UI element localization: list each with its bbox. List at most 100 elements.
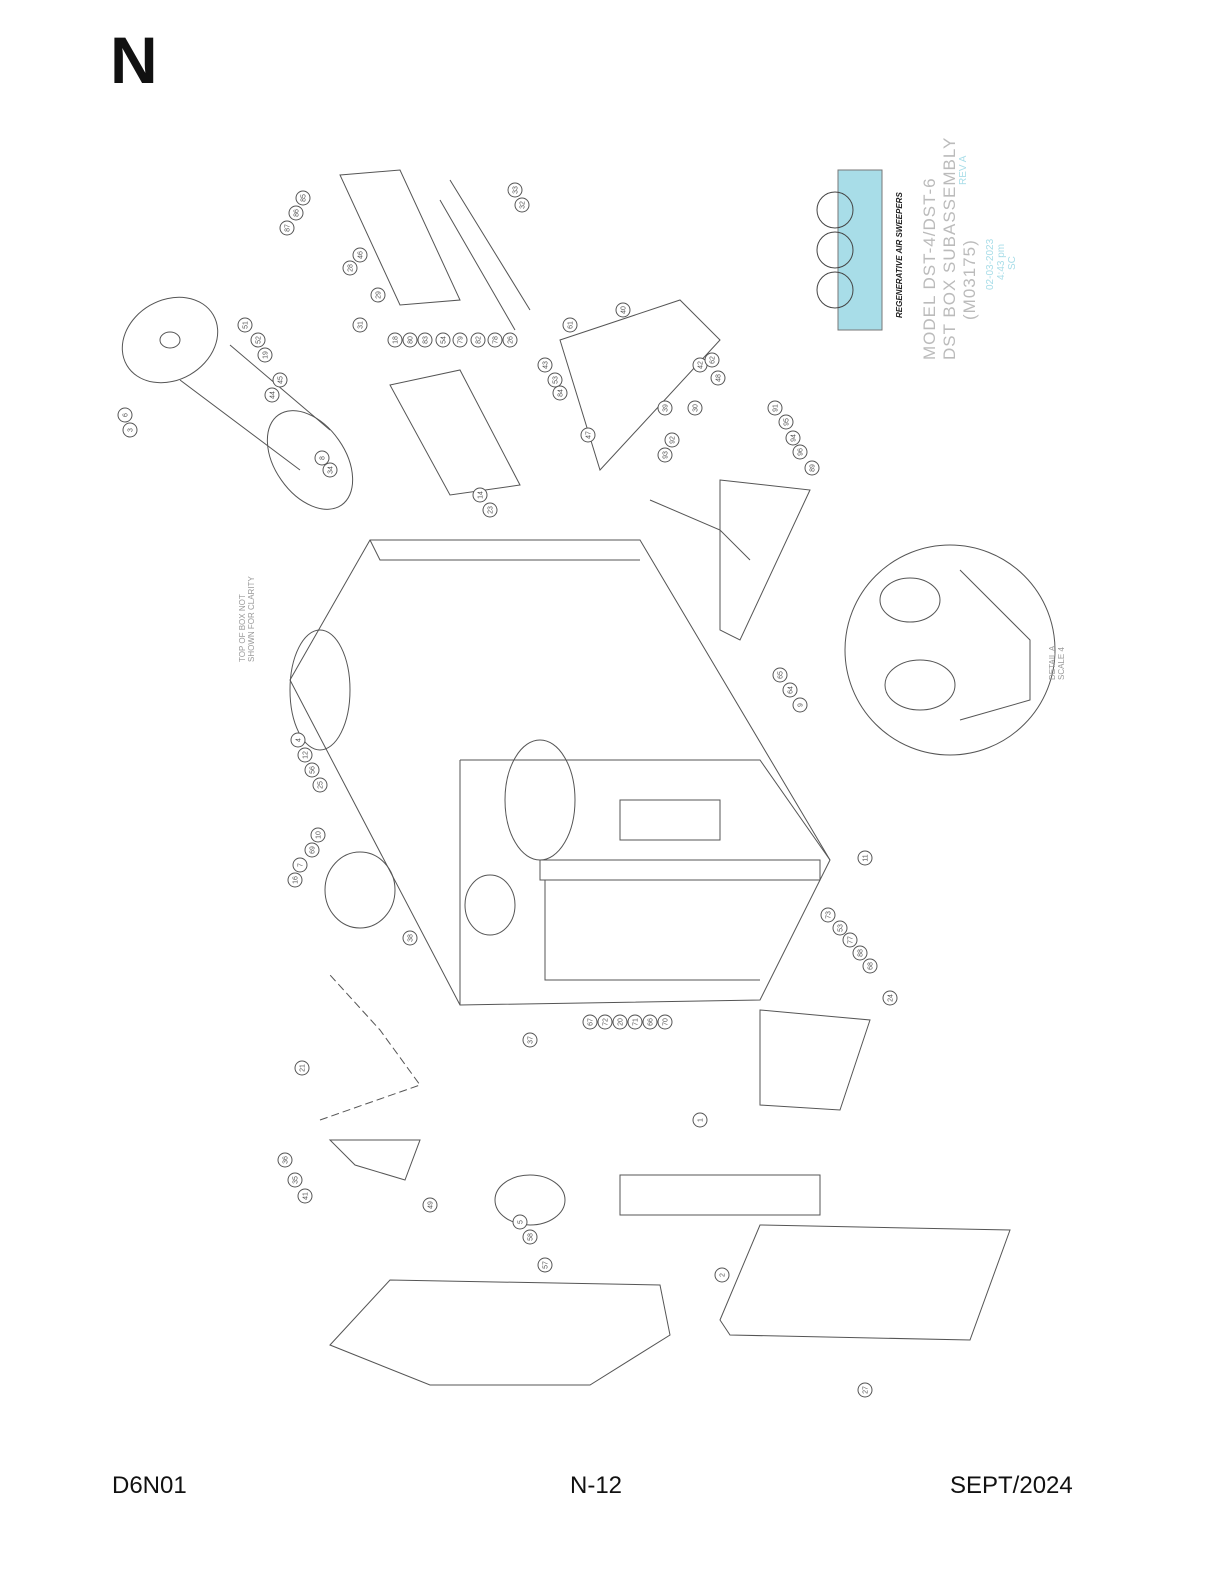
detail-a-view — [844, 544, 1056, 756]
callout-number: 53 — [838, 924, 845, 932]
callout-number: 78 — [493, 336, 500, 344]
tymco-logo — [816, 169, 883, 331]
callout-bubble — [277, 1152, 293, 1168]
callout-number: 21 — [300, 1064, 307, 1072]
initials: SC — [1007, 256, 1018, 270]
callout-number: 48 — [716, 374, 723, 382]
callout-bubble — [792, 697, 808, 713]
callout-bubble — [310, 827, 326, 843]
callout-bubble — [782, 682, 798, 698]
callout-number: 58 — [528, 1233, 535, 1241]
note-line2: SHOWN FOR CLARITY — [247, 576, 256, 662]
callout-number: 96 — [798, 448, 805, 456]
callout-number: 84 — [558, 389, 565, 397]
callout-number: 16 — [293, 876, 300, 884]
footer-doc-code: D6N01 — [112, 1472, 187, 1499]
callout-bubble — [692, 1112, 708, 1128]
top-box-note: TOP OF BOX NOT SHOWN FOR CLARITY — [238, 576, 256, 662]
callout-number: 49 — [428, 1201, 435, 1209]
callout-bubble — [435, 332, 451, 348]
callout-number: 34 — [328, 466, 335, 474]
callout-bubble — [842, 932, 858, 948]
callout-bubble — [580, 427, 596, 443]
callout-bubble — [547, 372, 563, 388]
callout-bubble — [290, 732, 306, 748]
callout-number: 52 — [256, 336, 263, 344]
callout-bubble — [370, 287, 386, 303]
callout-bubble — [352, 247, 368, 263]
callout-number: 30 — [693, 404, 700, 412]
callout-bubble — [852, 945, 868, 961]
title-line2: DST BOX SUBASSEMBLY — [940, 136, 959, 360]
callout-number: 43 — [543, 361, 550, 369]
callout-number: 42 — [698, 361, 705, 369]
callout-number: 38 — [408, 934, 415, 942]
callout-number: 66 — [648, 1018, 655, 1026]
lower-parts — [319, 974, 1011, 1386]
callout-number: 71 — [633, 1018, 640, 1026]
callout-bubble — [714, 1267, 730, 1283]
callout-number: 93 — [663, 451, 670, 459]
callout-bubble — [117, 407, 133, 423]
callout-number: 3 — [128, 428, 135, 432]
callout-number: 31 — [358, 321, 365, 329]
callout-number: 39 — [663, 404, 670, 412]
callout-number: 4 — [296, 738, 303, 742]
callout-number: 37 — [528, 1036, 535, 1044]
footer-date: SEPT/2024 — [950, 1472, 1073, 1499]
callout-number: 51 — [243, 321, 250, 329]
callout-number: 18 — [393, 336, 400, 344]
callout-bubble — [304, 762, 320, 778]
callout-bubble — [402, 332, 418, 348]
callout-bubble — [882, 990, 898, 1006]
callout-bubble — [292, 857, 308, 873]
callout-number: 87 — [285, 224, 292, 232]
callout-bubble — [422, 1197, 438, 1213]
callout-bubble — [537, 1257, 553, 1273]
callout-number: 91 — [773, 404, 780, 412]
callout-number: 6 — [123, 413, 130, 417]
callout-bubble — [537, 357, 553, 373]
main-box — [289, 539, 831, 1006]
callout-bubble — [704, 352, 720, 368]
callout-number: 7 — [298, 863, 305, 867]
callout-bubble — [250, 332, 266, 348]
callout-number: 35 — [293, 1176, 300, 1184]
callout-bubble — [295, 190, 311, 206]
callout-bubble — [612, 1014, 628, 1030]
callout-number: 2 — [720, 1273, 727, 1277]
date: 02-03-2023 — [985, 238, 996, 290]
callout-number: 29 — [376, 291, 383, 299]
callout-number: 20 — [618, 1018, 625, 1026]
callout-bubble — [512, 1214, 528, 1230]
callout-bubble — [297, 747, 313, 763]
callout-bubble — [314, 450, 330, 466]
detail-label: DETAIL A SCALE 4 — [1048, 646, 1066, 680]
callout-number: 56 — [310, 766, 317, 774]
callout-number: 92 — [670, 436, 677, 444]
callout-bubble — [304, 842, 320, 858]
time: 4:43 pm — [996, 243, 1007, 280]
callout-number: 40 — [621, 306, 628, 314]
callout-number: 72 — [603, 1018, 610, 1026]
callout-bubble — [257, 347, 273, 363]
callout-number: 77 — [848, 936, 855, 944]
callout-bubble — [122, 422, 138, 438]
upper-frames — [339, 169, 811, 641]
callout-number: 61 — [568, 321, 575, 329]
callout-number: 19 — [263, 351, 270, 359]
callout-bubble — [322, 462, 338, 478]
callout-bubble — [820, 907, 836, 923]
callout-number: 46 — [358, 251, 365, 259]
callout-number: 86 — [294, 209, 301, 217]
callout-number: 68 — [868, 962, 875, 970]
title-block-text: MODEL DST-4/DST-6 DST BOX SUBASSEMBLY (M… — [920, 137, 980, 360]
callout-number: 54 — [441, 336, 448, 344]
callout-bubble — [657, 447, 673, 463]
callout-bubble — [522, 1032, 538, 1048]
callout-bubble — [627, 1014, 643, 1030]
callout-number: 89 — [810, 464, 817, 472]
callout-bubble — [514, 197, 530, 213]
callout-number: 5 — [518, 1220, 525, 1224]
callout-number: 9 — [798, 703, 805, 707]
